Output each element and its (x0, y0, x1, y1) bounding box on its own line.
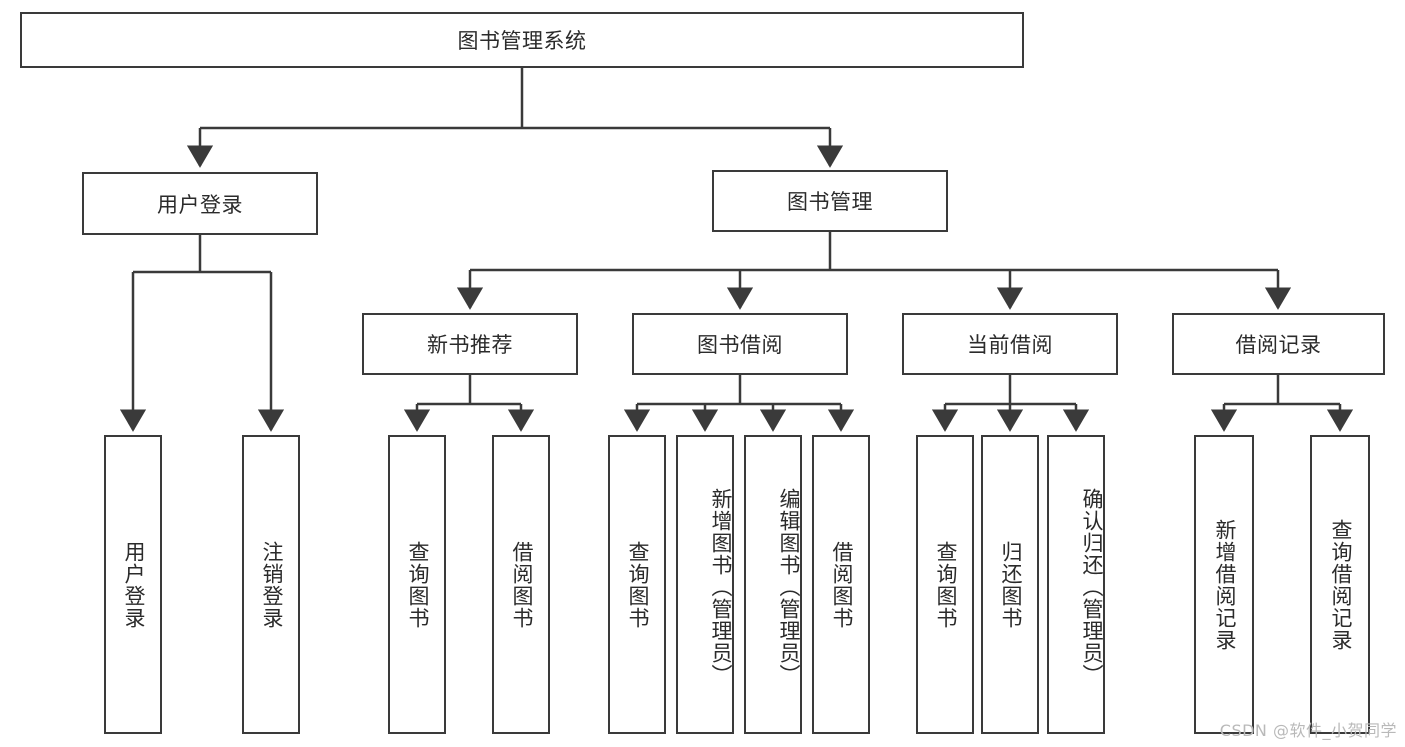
node-root[interactable]: 图书管理系统 (20, 12, 1024, 68)
leaf-return-book[interactable]: 归还图书 (981, 435, 1039, 734)
leaf-borrow-book-2[interactable]: 借阅图书 (812, 435, 870, 734)
leaf-query-record[interactable]: 查询借阅记录 (1310, 435, 1370, 734)
node-book-manage[interactable]: 图书管理 (712, 170, 948, 232)
leaf-confirm-return[interactable]: 确认归还（管理员） (1047, 435, 1105, 734)
leaf-query-book-3-label: 查询图书 (933, 540, 958, 629)
leaf-edit-book[interactable]: 编辑图书（管理员） (744, 435, 802, 734)
node-root-label: 图书管理系统 (457, 29, 587, 53)
leaf-return-book-label: 归还图书 (998, 540, 1023, 629)
node-book-borrow[interactable]: 图书借阅 (632, 313, 848, 375)
leaf-user-logout[interactable]: 注销登录 (242, 435, 300, 734)
node-new-book-recommend[interactable]: 新书推荐 (362, 313, 578, 375)
leaf-edit-book-label: 编辑图书（管理员） (777, 487, 801, 686)
leaf-borrow-book-2-label: 借阅图书 (829, 540, 854, 629)
leaf-add-record[interactable]: 新增借阅记录 (1194, 435, 1254, 734)
leaf-query-record-label: 查询借阅记录 (1328, 518, 1353, 651)
leaf-query-book-1[interactable]: 查询图书 (388, 435, 446, 734)
node-user-login[interactable]: 用户登录 (82, 172, 318, 235)
node-current-borrow-label: 当前借阅 (967, 333, 1053, 357)
node-borrow-record-label: 借阅记录 (1235, 333, 1322, 357)
leaf-query-book-2-label: 查询图书 (625, 540, 650, 629)
leaf-user-login[interactable]: 用户登录 (104, 435, 162, 734)
leaf-add-book-label: 新增图书（管理员） (709, 487, 733, 686)
node-book-manage-label: 图书管理 (787, 190, 873, 214)
node-new-book-recommend-label: 新书推荐 (427, 333, 513, 357)
leaf-query-book-1-label: 查询图书 (405, 540, 430, 629)
leaf-confirm-return-label: 确认归还（管理员） (1080, 487, 1104, 686)
leaf-query-book-3[interactable]: 查询图书 (916, 435, 974, 734)
leaf-borrow-book-1[interactable]: 借阅图书 (492, 435, 550, 734)
leaf-add-record-label: 新增借阅记录 (1212, 518, 1237, 651)
node-book-borrow-label: 图书借阅 (697, 333, 783, 357)
leaf-query-book-2[interactable]: 查询图书 (608, 435, 666, 734)
leaf-user-login-label: 用户登录 (121, 540, 146, 629)
leaf-user-logout-label: 注销登录 (259, 540, 284, 629)
leaf-borrow-book-1-label: 借阅图书 (509, 540, 534, 629)
node-user-login-label: 用户登录 (157, 192, 243, 217)
node-current-borrow[interactable]: 当前借阅 (902, 313, 1118, 375)
node-borrow-record[interactable]: 借阅记录 (1172, 313, 1385, 375)
leaf-add-book[interactable]: 新增图书（管理员） (676, 435, 734, 734)
